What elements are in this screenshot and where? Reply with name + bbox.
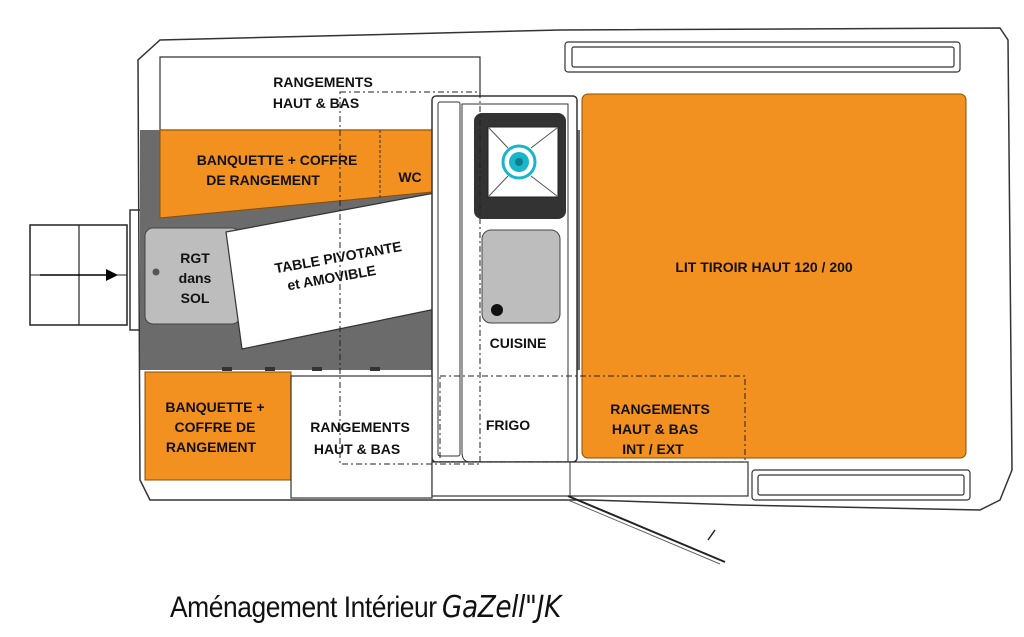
cooktop-burner-icon	[474, 113, 566, 219]
entry-step	[29, 224, 128, 326]
storage-ext-label-1: RANGEMENTS	[610, 401, 710, 417]
bench-top-label-1: BANQUETTE + COFFRE	[197, 152, 358, 168]
wc-label: WC	[398, 169, 421, 185]
bench-bottom: BANQUETTE + COFFRE DE RANGEMENT	[144, 371, 292, 481]
bed: LIT TIROIR HAUT 120 / 200	[581, 93, 967, 459]
bench-top: BANQUETTE + COFFRE DE RANGEMENT WC	[159, 129, 433, 219]
floor-storage-label-2: dans	[179, 270, 212, 286]
top-window	[564, 41, 961, 73]
floor-storage: RGT dans SOL	[144, 227, 241, 325]
bench-bottom-label-3: RANGEMENT	[166, 439, 257, 455]
storage-top: RANGEMENTS HAUT & BAS	[159, 56, 481, 131]
sink-icon	[481, 229, 561, 324]
bed-label: LIT TIROIR HAUT 120 / 200	[675, 259, 853, 275]
floor-storage-label-1: RGT	[180, 250, 210, 266]
storage-top-label-1: RANGEMENTS	[273, 74, 373, 90]
kitchen-label: CUISINE	[490, 335, 547, 351]
storage-bottom: RANGEMENTS HAUT & BAS	[290, 375, 433, 499]
kitchen-unit: CUISINE FRIGO	[431, 95, 578, 463]
caption-brand: GaZell"JK	[441, 590, 561, 625]
bench-top-label-2: DE RANGEMENT	[206, 172, 320, 188]
floor-rails	[222, 367, 380, 371]
storage-top-label-2: HAUT & BAS	[273, 95, 359, 111]
storage-ext-label-3: INT / EXT	[622, 441, 684, 457]
door-sill	[431, 461, 749, 565]
bottom-window	[751, 469, 971, 501]
dashed-overlays	[339, 91, 746, 465]
bench-bottom-label-2: COFFRE DE	[175, 419, 256, 435]
storage-ext-label-2: HAUT & BAS	[612, 421, 698, 437]
fridge-label: FRIGO	[486, 417, 530, 433]
floor-storage-label-3: SOL	[181, 290, 210, 306]
van-outline	[129, 27, 1013, 511]
bench-bottom-label-1: BANQUETTE +	[165, 399, 264, 415]
storage-bottom-label-1: RANGEMENTS	[310, 419, 410, 435]
storage-ext: RANGEMENTS HAUT & BAS INT / EXT	[610, 401, 710, 457]
caption-text: Aménagement Intérieur	[170, 591, 437, 624]
arrow-right-icon	[40, 269, 118, 281]
storage-bottom-label-2: HAUT & BAS	[314, 441, 400, 457]
floor-plan: RANGEMENTS HAUT & BAS BANQUETTE + COFFRE…	[29, 27, 1013, 565]
